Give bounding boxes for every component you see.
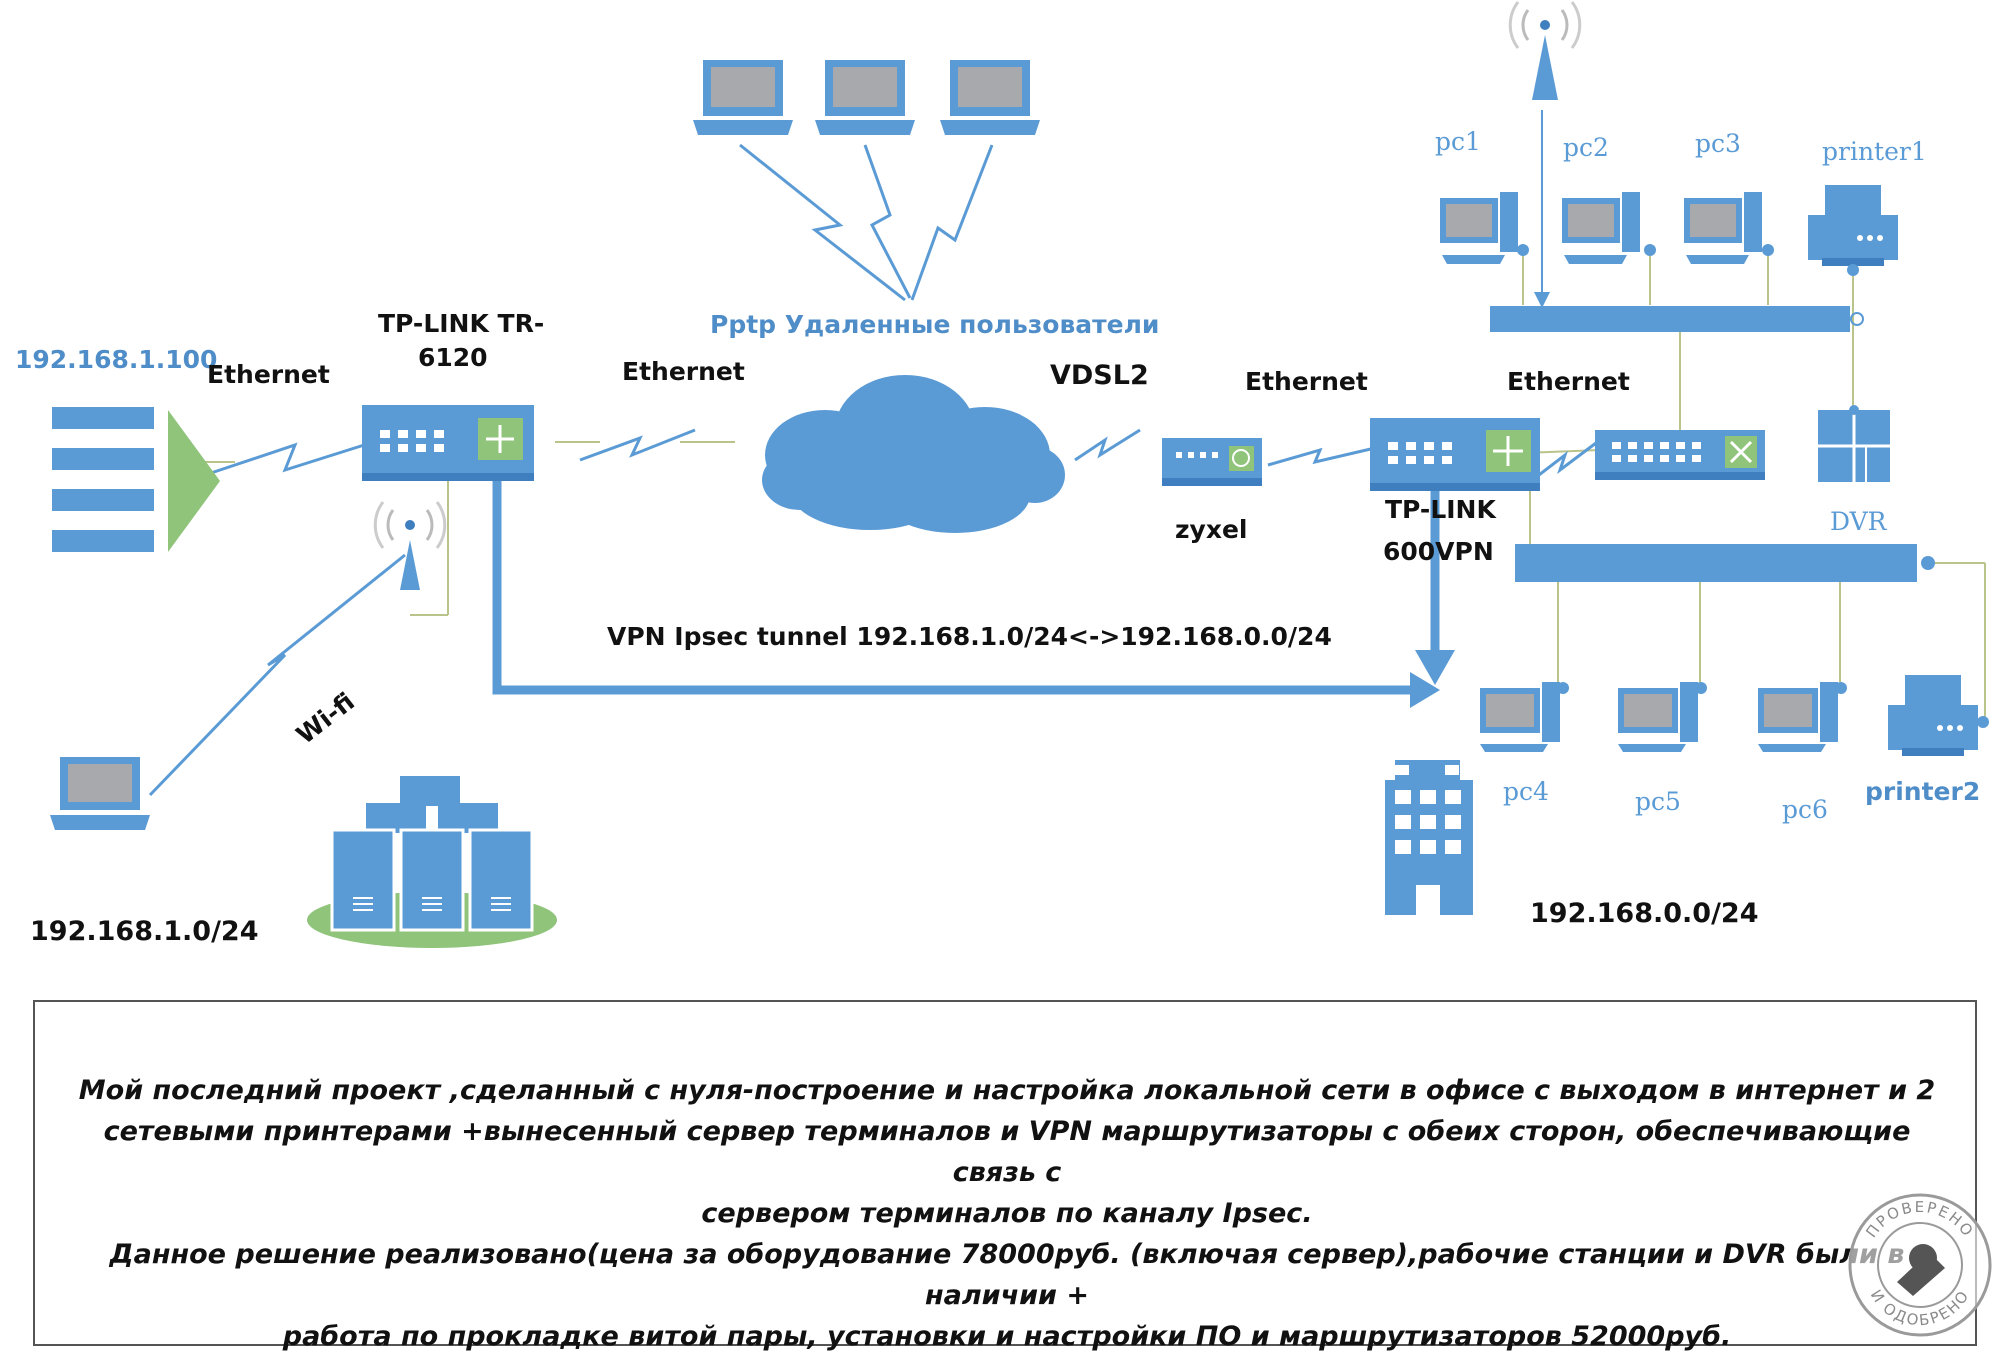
label-dvr: DVR [1830,507,1888,536]
label-ethernet-mid: Ethernet [622,357,745,386]
wifi-antenna-icon [373,501,447,590]
label-remote-users: Pptp Удаленные пользователи [710,310,1159,339]
label-router-right-line1: TP-LINK [1385,495,1497,524]
antenna-icon-top [1508,1,1582,308]
link-remote3 [910,144,994,301]
lan-bus-bottom [1515,544,1917,582]
workstation-icons-top [1440,185,1898,276]
link-router2 [1534,438,1601,480]
label-modem: zyxel [1175,515,1248,544]
description-box: Мой последний проект ,сделанный с нуля-п… [33,1000,1977,1352]
description-line-5: работа по прокладке витой пары, установк… [282,1321,1732,1352]
label-vpn-tunnel: VPN Ipsec tunnel 192.168.1.0/24<->192.16… [607,622,1332,651]
laptop-icon-remote-2 [815,60,915,135]
label-ethernet-right1: Ethernet [1245,367,1368,396]
modem-icon [1162,438,1262,486]
link-mid [579,428,696,462]
wires [175,250,1986,720]
label-pc5: pc5 [1635,787,1681,816]
label-ethernet-left: Ethernet [207,360,330,389]
approval-stamp-icon: ПРОВЕРЕНО И ОДОБРЕНО [1848,1193,1992,1337]
label-pc1: pc1 [1435,127,1481,156]
office-building-icon [1385,760,1473,915]
label-subnet-right: 192.168.0.0/24 [1530,898,1759,929]
description-line-1: Мой последний проект ,сделанный с нуля-п… [78,1075,1936,1106]
cloud-icon [762,375,1065,533]
pc-icon-pc3 [1684,192,1774,264]
label-ethernet-right2: Ethernet [1507,367,1630,396]
pc-icon-pc5 [1618,682,1707,752]
description-line-2: сетевыми принтерами +вынесенный сервер т… [103,1116,1911,1188]
label-vdsl2: VDSL2 [1050,360,1149,391]
pc-icon-pc6 [1758,682,1847,752]
label-wifi: Wi-fi [291,687,360,750]
link-zyxel [1267,446,1376,467]
server-stack-icon [52,407,220,552]
description-text: Мой последний проект ,сделанный с нуля-п… [65,1070,1949,1357]
link-wifi [148,553,406,797]
router-icon-left [362,405,534,481]
pc-icon-pc1 [1440,192,1529,264]
printer-icon-printer1 [1808,185,1898,276]
vpn-tunnel [492,480,1455,708]
link-remote1 [739,143,906,302]
lan-bus-top [1490,306,1850,332]
label-subnet-left: 192.168.1.0/24 [30,916,259,947]
laptop-icon-remote-1 [693,60,793,135]
link-vdsl [1074,428,1141,462]
dvr-icon [1818,405,1890,482]
pc-icon-pc4 [1480,682,1569,752]
switch-icon [1595,430,1765,480]
label-router-left-line2: 6120 [418,343,488,372]
link-left [204,438,381,477]
router-icon-right [1370,418,1540,491]
wireless-links [148,143,1601,797]
laptop-icon-remote-3 [940,60,1040,135]
description-line-4: Данное решение реализовано(цена за обору… [109,1239,1905,1311]
printer-icon-printer2 [1888,675,1989,756]
pc-icon-pc2 [1562,192,1656,264]
laptop-icon-wifi [50,757,150,830]
label-pc2: pc2 [1563,133,1609,162]
link-remote2 [863,144,912,299]
label-router-right-line2: 600VPN [1383,537,1494,566]
label-printer1: printer1 [1822,137,1927,166]
terminal-server-icon [307,776,557,948]
description-line-3: сервером терминалов по каналу Ipsec. [701,1198,1313,1229]
label-subnet-left-ip: 192.168.1.100 [15,345,217,374]
workstation-icons-bottom [1480,675,1989,756]
label-pc4: pc4 [1503,777,1549,806]
label-pc6: pc6 [1782,795,1828,824]
label-printer2: printer2 [1865,777,1980,806]
label-pc3: pc3 [1695,129,1741,158]
label-router-left-line1: TP-LINK TR- [378,309,544,338]
diagram-canvas: 192.168.1.100 Ethernet TP-LINK TR- 6120 … [15,1,1989,948]
remote-laptop-icons [693,60,1040,135]
